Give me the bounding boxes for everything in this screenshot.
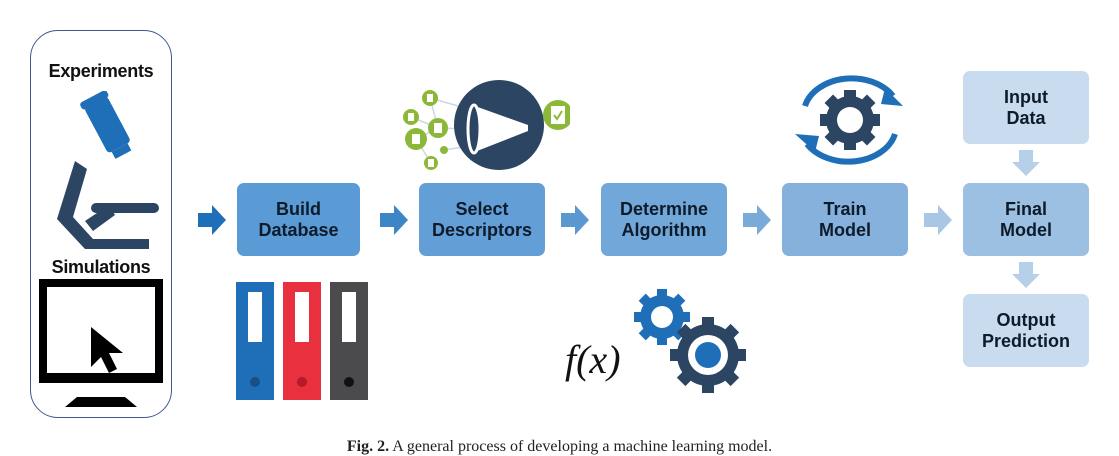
arrow-right-icon — [198, 205, 226, 235]
arrow-right-icon — [743, 205, 771, 235]
arrow-right-icon — [924, 205, 952, 235]
figure-caption: Fig. 2. A general process of developing … — [0, 438, 1119, 456]
step-label: Output Prediction — [981, 309, 1070, 351]
binder-blue-icon — [236, 282, 274, 400]
arrow-down-icon — [1012, 150, 1040, 176]
cursor-icon — [91, 327, 123, 373]
binder-red-icon — [283, 282, 321, 400]
step-label: Select Descriptors — [431, 198, 533, 240]
step-select-descriptors: Select Descriptors — [419, 183, 545, 256]
step-label: Input Data — [1004, 86, 1048, 128]
arrow-down-icon — [1012, 262, 1040, 288]
caption-text: A general process of developing a machin… — [389, 438, 773, 455]
cycle-arrow-icon — [795, 134, 819, 152]
step-train-model: Train Model — [782, 183, 908, 256]
experiments-label: Experiments — [48, 61, 154, 81]
monitor-icon — [39, 279, 163, 407]
step-input-data: Input Data — [963, 71, 1089, 144]
database-binders-icon — [236, 282, 368, 400]
gear-icon — [634, 289, 690, 345]
step-build-database: Build Database — [237, 183, 360, 256]
step-output-prediction: Output Prediction — [963, 294, 1089, 367]
caption-prefix: Fig. 2. — [346, 438, 390, 455]
cycle-arrow-icon — [881, 88, 903, 106]
function-label: f(x) — [565, 337, 621, 382]
training-cycle-icon — [795, 75, 903, 165]
binder-gray-icon — [330, 282, 368, 400]
descriptor-filter-icon — [403, 80, 570, 170]
step-label: Final Model — [1000, 198, 1052, 240]
step-label: Determine Algorithm — [619, 198, 709, 240]
step-label: Build Database — [258, 198, 339, 240]
step-determine-algorithm: Determine Algorithm — [601, 183, 727, 256]
step-label: Train Model — [819, 198, 871, 240]
arrow-right-icon — [380, 205, 408, 235]
algorithm-gears-icon — [634, 289, 746, 393]
gear-icon — [670, 317, 746, 393]
data-sources-panel: Experiments Simulations — [30, 30, 172, 418]
arrow-right-icon — [561, 205, 589, 235]
microscope-icon — [57, 91, 159, 249]
simulations-label: Simulations — [51, 257, 151, 277]
gear-icon — [820, 90, 880, 150]
step-final-model: Final Model — [963, 183, 1089, 256]
